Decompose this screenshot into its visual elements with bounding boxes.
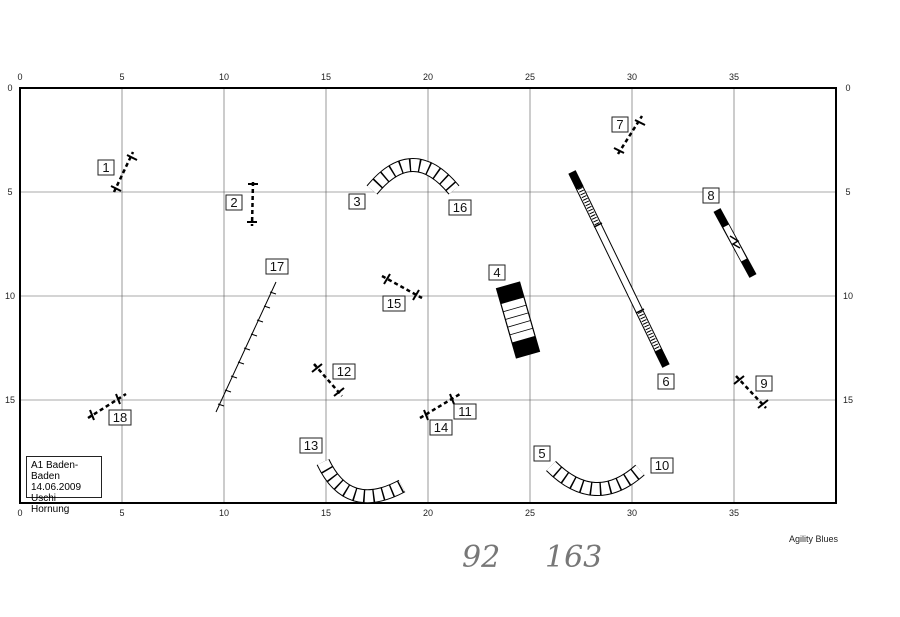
label-18: 18 — [108, 409, 132, 426]
weave-17 — [215, 281, 277, 413]
svg-text:11: 11 — [458, 404, 472, 419]
table-4 — [495, 281, 541, 359]
svg-text:13: 13 — [304, 438, 318, 453]
x-tick-label: 35 — [729, 72, 739, 82]
x-axis-bottom: 0 5 10 15 20 25 30 35 — [17, 508, 739, 518]
y-axis-right: 0 5 10 15 — [843, 83, 853, 405]
x-tick-label: 15 — [321, 508, 331, 518]
judge-name: Uschi Hornung — [31, 493, 70, 515]
y-axis-left: 0 5 10 15 — [5, 83, 15, 405]
label-3: 3 — [348, 193, 366, 210]
x-tick-label: 20 — [423, 72, 433, 82]
jump-18 — [87, 392, 127, 421]
dogwalk-6 — [568, 170, 670, 368]
label-8: 8 — [702, 187, 720, 204]
y-tick-label: 0 — [845, 83, 850, 93]
svg-text:17: 17 — [270, 259, 284, 274]
jump-12 — [311, 363, 345, 397]
svg-text:15: 15 — [387, 296, 401, 311]
x-tick-label: 0 — [17, 72, 22, 82]
x-tick-label: 15 — [321, 72, 331, 82]
y-tick-label: 5 — [845, 187, 850, 197]
label-12: 12 — [332, 363, 356, 380]
x-axis-top: 0 5 10 15 20 25 30 35 — [17, 72, 739, 82]
event-date: 14.06.2009 — [31, 482, 82, 493]
label-14: 14 — [429, 419, 453, 436]
jump-15 — [381, 273, 423, 301]
brand-footer: Agility Blues — [789, 534, 839, 544]
svg-text:14: 14 — [434, 420, 448, 435]
y-tick-label: 0 — [7, 83, 12, 93]
x-tick-label: 10 — [219, 72, 229, 82]
jump-1 — [110, 151, 138, 193]
field-border — [19, 87, 837, 504]
label-2: 2 — [225, 194, 243, 211]
svg-text:6: 6 — [662, 374, 669, 389]
svg-text:8: 8 — [707, 188, 714, 203]
jump-9 — [733, 375, 769, 409]
y-tick-label: 10 — [843, 291, 853, 301]
x-tick-label: 5 — [119, 508, 124, 518]
svg-text:3: 3 — [353, 194, 360, 209]
x-tick-label: 25 — [525, 72, 535, 82]
svg-text:12: 12 — [337, 364, 351, 379]
tunnel-13 — [316, 458, 406, 504]
svg-text:4: 4 — [493, 265, 500, 280]
svg-text:7: 7 — [616, 117, 623, 132]
tunnel-5-10 — [546, 460, 645, 497]
y-tick-label: 5 — [7, 187, 12, 197]
handwritten-note-right: 163 — [545, 540, 603, 575]
label-15: 15 — [382, 295, 406, 312]
svg-text:9: 9 — [760, 376, 767, 391]
y-tick-label: 10 — [5, 291, 15, 301]
label-1: 1 — [97, 159, 115, 176]
course-info-box: A1 Baden-Baden 14.06.2009 Uschi Hornung — [26, 456, 102, 515]
label-16: 16 — [448, 199, 472, 216]
jump-7 — [613, 115, 646, 155]
label-10: 10 — [650, 457, 674, 474]
svg-text:2: 2 — [230, 195, 237, 210]
x-tick-label: 20 — [423, 508, 433, 518]
label-11: 11 — [453, 403, 477, 420]
x-tick-label: 10 — [219, 508, 229, 518]
svg-text:18: 18 — [113, 410, 127, 425]
svg-text:1: 1 — [102, 160, 109, 175]
handwritten-note-left: 92 — [462, 540, 501, 575]
x-tick-label: 5 — [119, 72, 124, 82]
label-9: 9 — [755, 375, 773, 392]
y-tick-label: 15 — [843, 395, 853, 405]
label-13: 13 — [299, 437, 323, 454]
svg-text:16: 16 — [453, 200, 467, 215]
grid — [20, 88, 836, 503]
wall-8 — [713, 208, 757, 278]
svg-text:10: 10 — [655, 458, 669, 473]
label-17: 17 — [265, 258, 289, 275]
label-7: 7 — [611, 116, 629, 133]
x-tick-label: 25 — [525, 508, 535, 518]
x-tick-label: 0 — [17, 508, 22, 518]
x-tick-label: 30 — [627, 508, 637, 518]
label-6: 6 — [657, 373, 675, 390]
jump-2 — [247, 181, 258, 227]
jump-11-14 — [419, 392, 461, 421]
label-5: 5 — [533, 445, 551, 462]
event-name: A1 Baden-Baden — [31, 460, 79, 482]
label-4: 4 — [488, 264, 506, 281]
tunnel-3-16 — [366, 158, 460, 195]
y-tick-label: 15 — [5, 395, 15, 405]
svg-text:5: 5 — [538, 446, 545, 461]
x-tick-label: 30 — [627, 72, 637, 82]
x-tick-label: 35 — [729, 508, 739, 518]
